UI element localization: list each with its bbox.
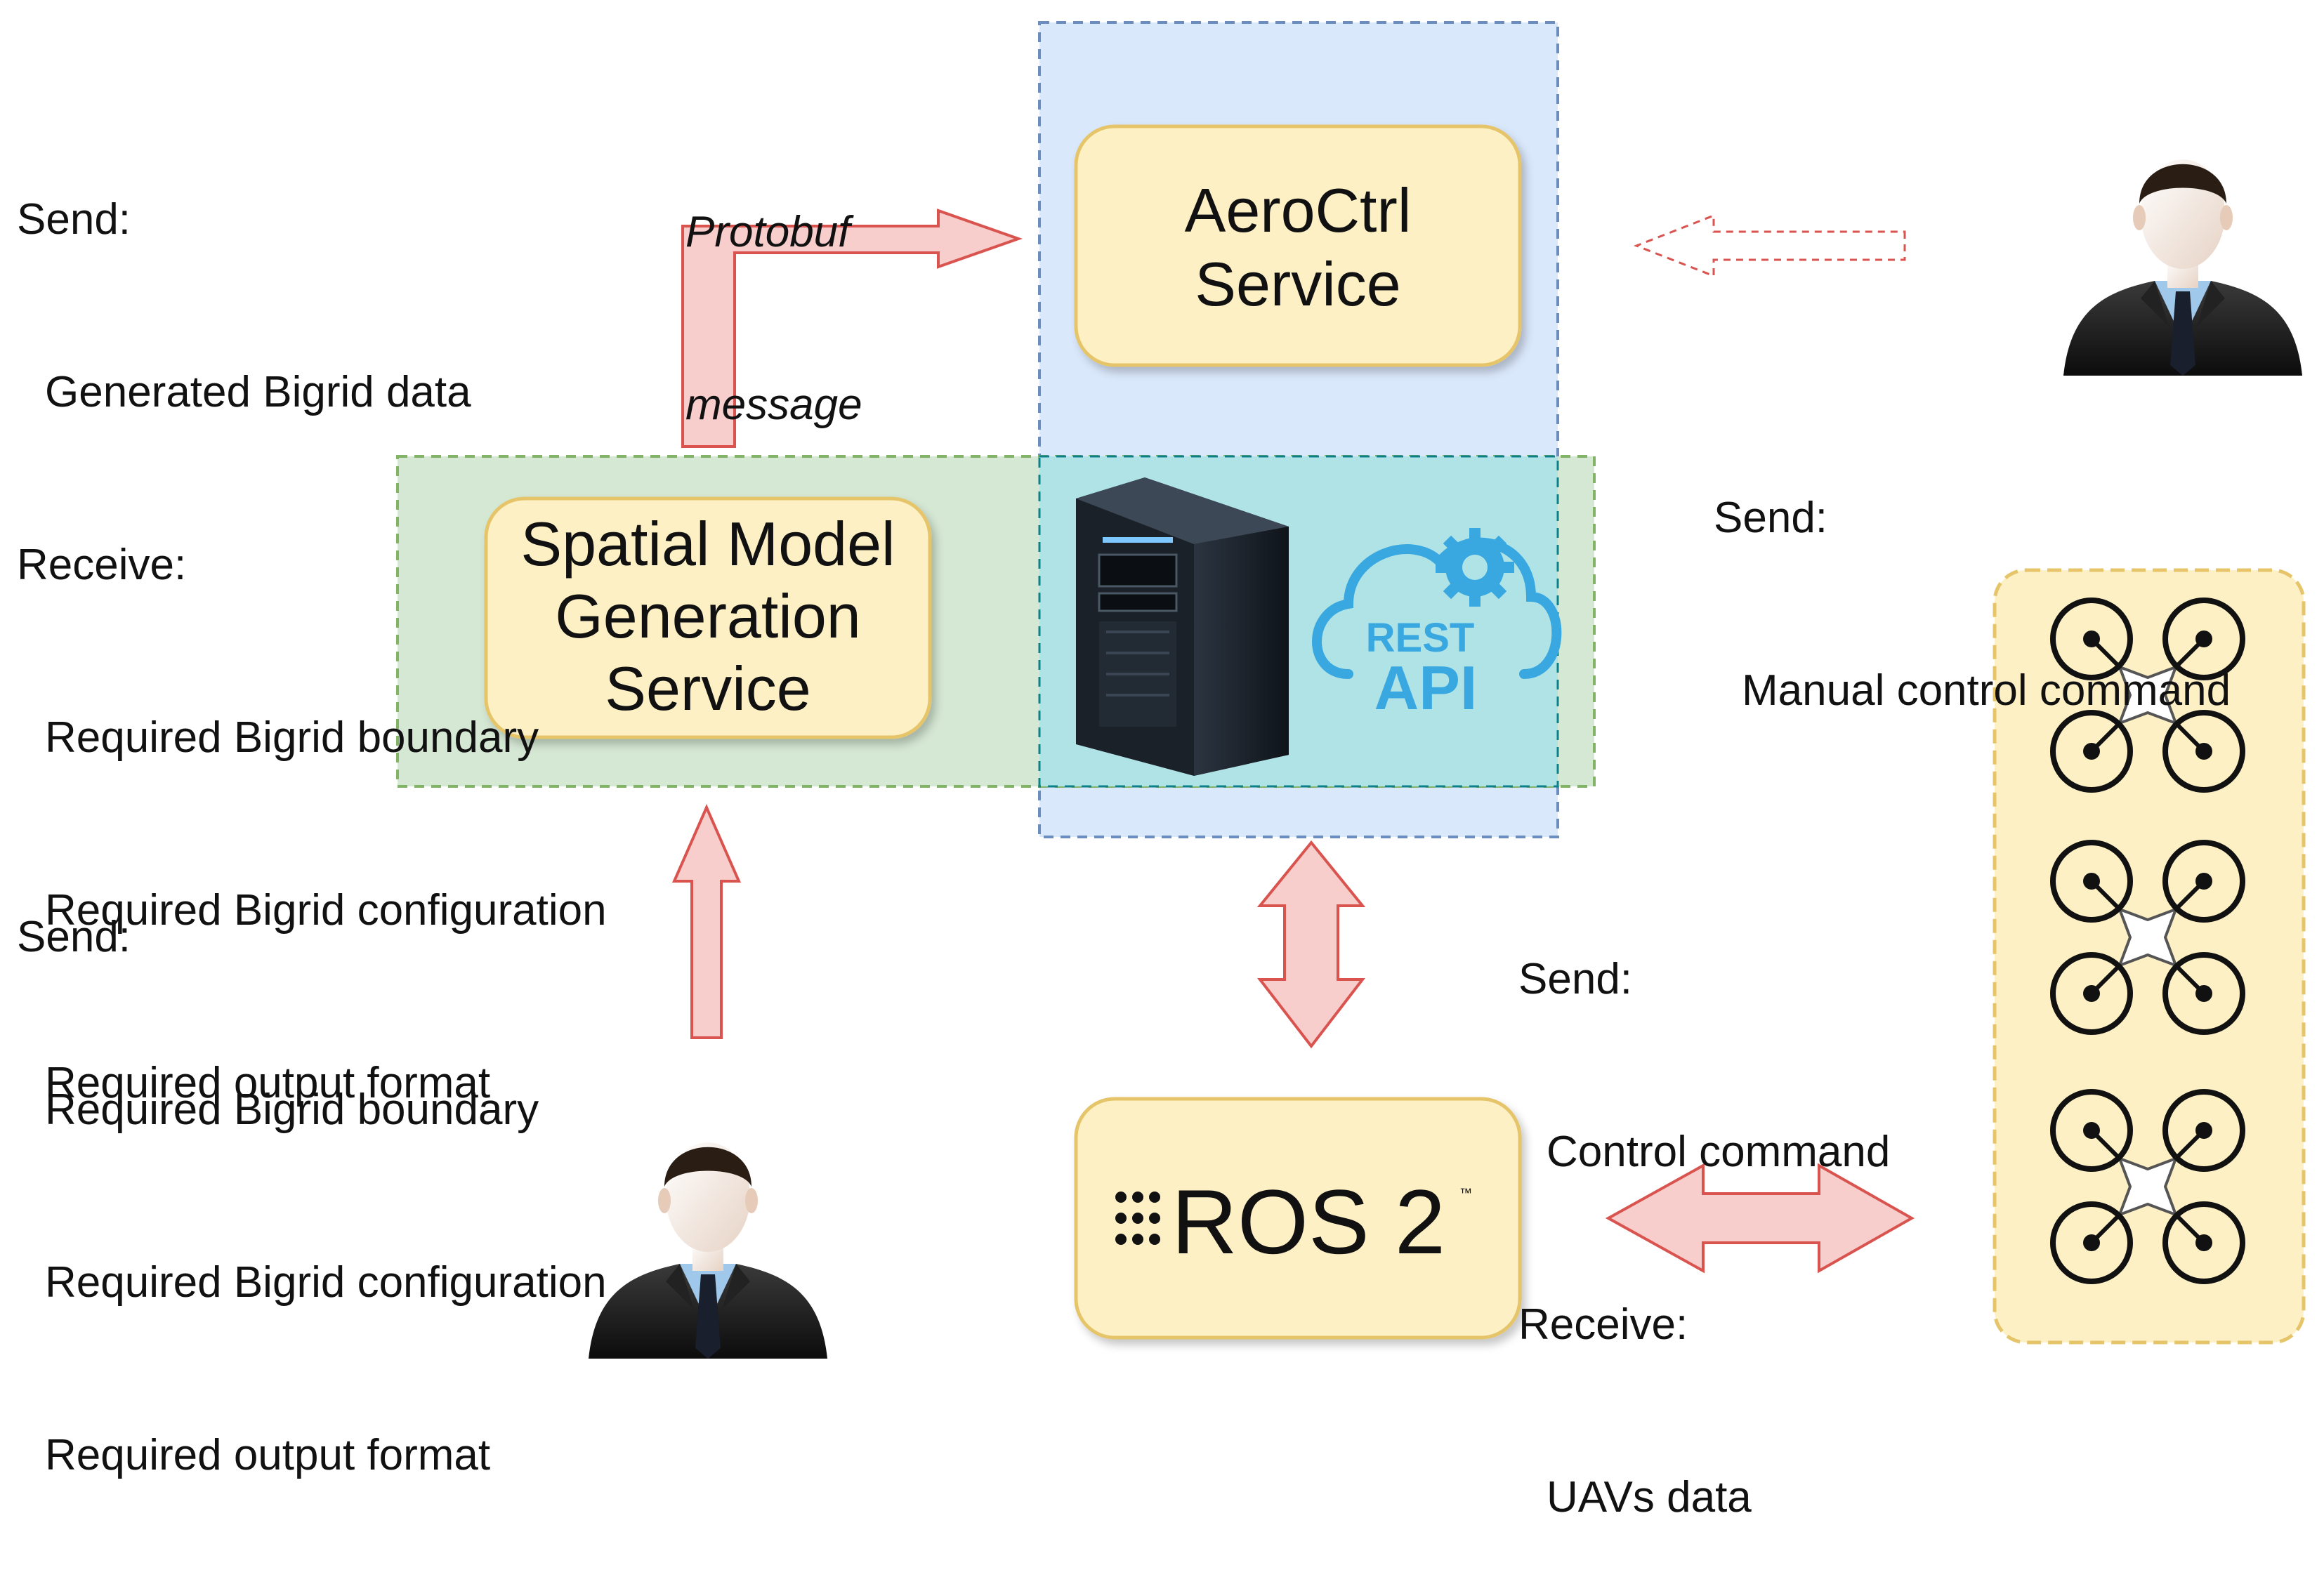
- rest-api-cloud-icon: REST API: [1312, 528, 1562, 722]
- user-send-title: Send:: [17, 913, 131, 961]
- ros-receive-title: Receive:: [1518, 1300, 1688, 1349]
- ros-io-label: Send: Control command Receive: UAVs data: [1518, 836, 1890, 1584]
- spatial-label-1: Spatial Model: [520, 509, 895, 579]
- aeroctrl-label-1: AeroCtrl: [1185, 176, 1412, 245]
- spatial-io-label: Send: Generated Bigrid data Receive: Req…: [17, 76, 607, 1170]
- manual-send-title: Send:: [1714, 494, 1828, 542]
- manual-user-label: Send: Manual control command: [1714, 374, 2231, 777]
- ros2-node[interactable]: ROS 2 ™: [1074, 1097, 1522, 1340]
- architecture-diagram: AeroCtrl Service Spatial Model Generatio…: [396, 21, 2306, 1359]
- spatial-send-item: Generated Bigrid data: [45, 368, 471, 416]
- user-to-spatial-label: Send: Required Bigrid boundary Required …: [17, 793, 607, 1542]
- ros-receive-item: UAVs data: [1547, 1473, 1752, 1522]
- user-to-spatial-arrow: [671, 804, 742, 1039]
- protobuf-arrow: [681, 209, 1023, 448]
- spatial-receive-item: Required Bigrid boundary: [45, 713, 539, 762]
- spatial-send-title: Send:: [17, 195, 131, 244]
- ros2-logo-icon: [1115, 1192, 1160, 1245]
- spatial-model-service[interactable]: Spatial Model Generation Service: [484, 496, 932, 739]
- ros-uav-arrow: [1605, 1163, 1915, 1274]
- gear-icon: [1436, 528, 1514, 607]
- spatial-receive-item: Required Bigrid configuration: [45, 886, 607, 935]
- spatial-receive-title: Receive:: [17, 541, 187, 589]
- aeroctrl-ros-arrow: [1256, 840, 1366, 1049]
- manual-command-arrow: [1633, 213, 1906, 278]
- ros-send-title: Send:: [1518, 955, 1633, 1003]
- rest-label: REST: [1366, 615, 1475, 661]
- manual-send-item: Manual control command: [1742, 666, 2231, 715]
- user-avatar-icon: [589, 1142, 827, 1359]
- server-tower-icon: [1076, 477, 1289, 776]
- protobuf-label-2: message: [685, 381, 862, 429]
- user-avatar-icon: [2063, 159, 2302, 376]
- spatial-receive-item: Required output format: [45, 1059, 491, 1107]
- ros-send-item: Control command: [1547, 1128, 1891, 1176]
- protobuf-label: Protobuf message: [685, 88, 862, 491]
- api-label: API: [1374, 653, 1478, 722]
- ros2-label: ROS 2: [1171, 1170, 1445, 1273]
- aeroctrl-label-2: Service: [1195, 249, 1400, 319]
- user-send-item: Required output format: [45, 1431, 491, 1479]
- aeroctrl-service[interactable]: AeroCtrl Service: [1074, 124, 1522, 367]
- spatial-label-3: Service: [605, 654, 810, 723]
- user-send-item: Required Bigrid boundary: [45, 1085, 539, 1134]
- spatial-label-2: Generation: [555, 581, 860, 651]
- ros2-trademark: ™: [1459, 1186, 1472, 1200]
- protobuf-label-1: Protobuf: [685, 208, 851, 256]
- user-send-item: Required Bigrid configuration: [45, 1258, 607, 1307]
